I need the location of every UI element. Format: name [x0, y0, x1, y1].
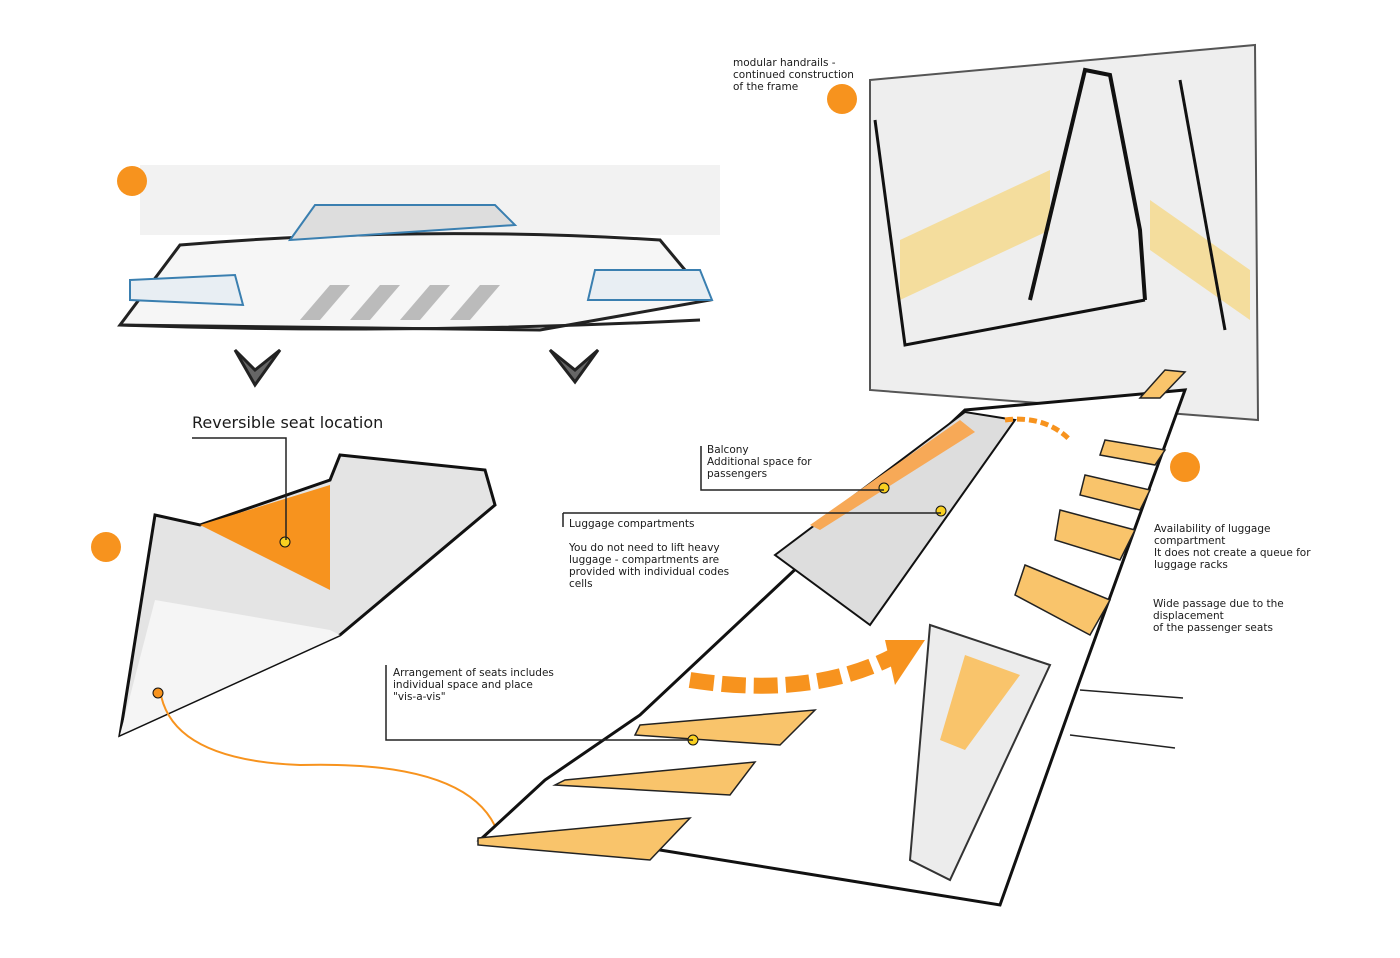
passenger-seats — [477, 709, 817, 861]
marker-dot — [91, 532, 121, 562]
availability-label: Availability of luggage compartment It d… — [1154, 523, 1311, 571]
luggage-compartments — [1014, 369, 1187, 637]
interior-handrail-sketch — [869, 43, 1260, 422]
reversible-seat-sketch — [118, 453, 501, 841]
wagon-cross-section-sketch — [117, 165, 720, 388]
marker-dot — [117, 166, 147, 196]
marker-dot — [827, 84, 857, 114]
balcony-label: Balcony Additional space for passengers — [707, 444, 812, 480]
callout-lines — [192, 437, 1184, 749]
wide-passage-label: Wide passage due to the displacement of … — [1153, 598, 1284, 634]
corridor-plan-sketch — [476, 369, 1188, 907]
floor-stripes — [300, 285, 500, 320]
marker-dot — [1170, 452, 1200, 482]
luggage-body-label: You do not need to lift heavy luggage - … — [569, 542, 730, 590]
handrails-label: modular handrails - continued constructi… — [733, 57, 854, 93]
reversible-seat-label: Reversible seat location — [192, 413, 384, 432]
arrangement-label: Arrangement of seats includes individual… — [393, 667, 554, 703]
luggage-title-label: Luggage compartments — [569, 518, 695, 530]
